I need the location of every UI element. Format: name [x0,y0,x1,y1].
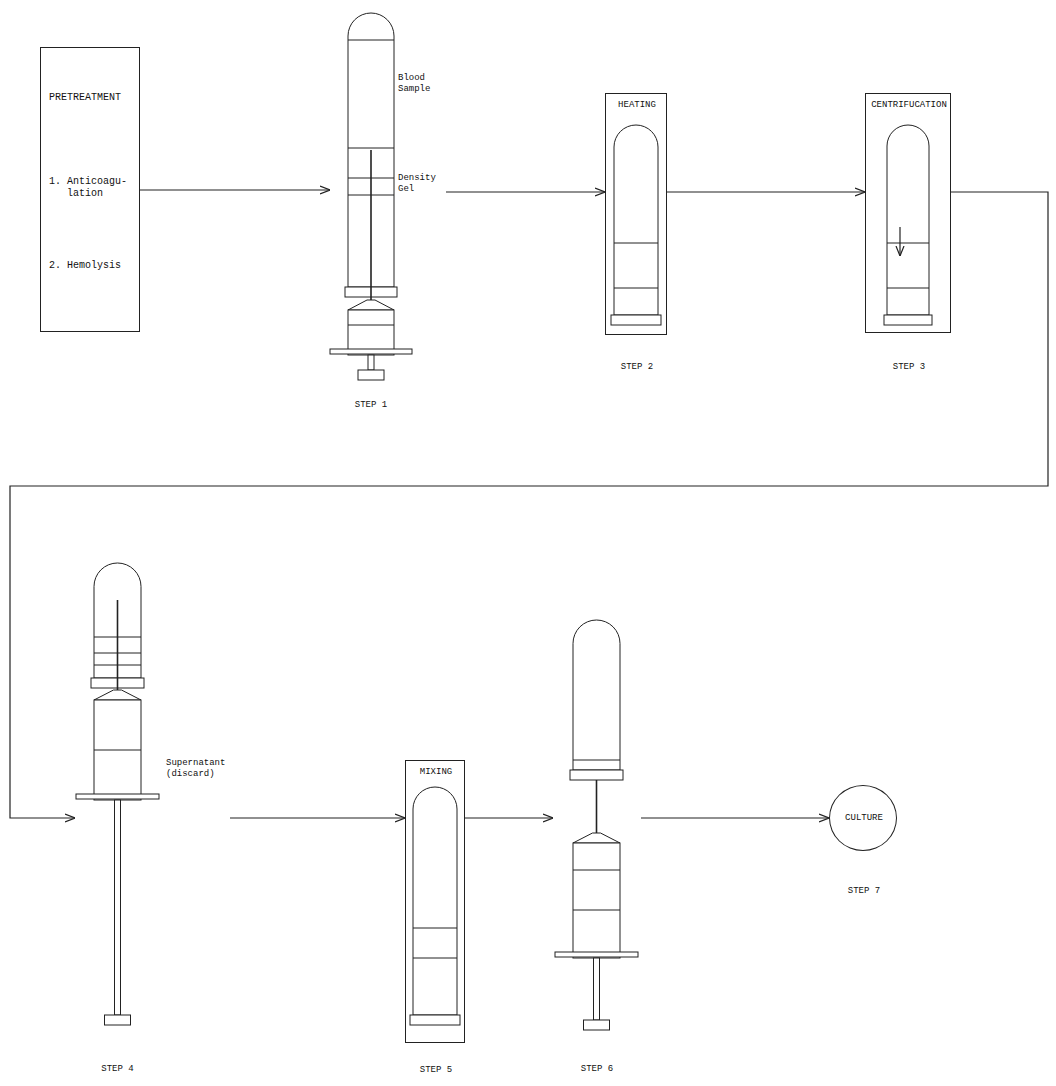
tube-outline [413,787,457,1015]
step-label: STEP 3 [866,362,952,373]
syringe-flange [76,794,159,799]
plunger-rod [368,355,374,370]
syringe-tip [573,833,620,843]
syringe [555,833,638,1030]
step-item: 1. Anticoagu- lation [49,176,135,200]
syringe-barrel [94,700,141,800]
step-label: STEP 2 [606,362,668,373]
syringe-barrel [348,310,394,355]
tube-cap [570,770,623,780]
box-heading: HEATING [606,100,668,111]
process-box: MIXINGSTEP 5 [405,760,465,1043]
part-label: Supernatant (discard) [166,758,228,780]
box-heading: MIXING [406,767,466,778]
syringe-tip [348,300,394,310]
plunger-handle [358,370,384,380]
fill-line [348,325,394,326]
tube-syringe-figure: STEP 6 [553,620,641,1032]
syringe [76,690,159,1025]
step-label: STEP 1 [330,400,412,411]
step-label: STEP 5 [406,1065,466,1076]
step-item: 2. Hemolysis [49,260,135,272]
tube-cap [410,1015,460,1025]
process-box: PRETREATMENT 1. Anticoagu- lation 2. Hemol… [40,47,140,332]
layer-line [887,288,929,289]
test-tube [884,125,932,325]
tube-outline [887,125,929,315]
direction-arrow [899,227,900,256]
flow-arrow [10,192,1048,818]
plunger-handle [584,1020,610,1030]
layer-line [413,958,457,959]
step-label: STEP 7 [824,886,904,897]
culture-circle: CULTURESTEP 7 [829,785,897,851]
part-label: Blood Sample [398,73,446,95]
syringe-barrel [573,843,620,958]
needle [370,150,372,302]
step-label: STEP 6 [553,1064,641,1075]
box-heading: PRETREATMENT [49,92,135,104]
test-tube [410,787,460,1025]
needle [596,780,598,835]
layer-line [887,243,929,244]
fill-line [573,910,620,911]
syringe [330,300,412,380]
plunger-rod [115,800,121,1015]
test-tube [611,125,661,325]
syringe-flange [330,349,412,354]
flow-arrow [465,817,553,818]
syringe-flange [555,952,638,957]
part-label: Density Gel [398,173,446,195]
flow-arrow [667,191,865,192]
plunger-handle [105,1015,131,1025]
layer-line [348,148,394,149]
tube-cap [611,315,661,325]
flow-arrow [140,189,330,190]
plunger-rod [594,958,600,1020]
tube-cap [884,315,932,325]
tube-outline [614,125,658,315]
flow-arrow [641,817,829,818]
tube-syringe-figure: Supernatant (discard)STEP 4 [75,560,230,1030]
layer-line [348,40,394,41]
layer-line [413,928,457,929]
tube-outline [573,620,620,770]
process-box: CENTRIFUCATIONSTEP 3 [865,93,951,333]
needle [117,600,119,692]
layer-line [614,243,658,244]
flow-arrow [230,817,405,818]
layer-line [614,288,658,289]
test-tube [570,620,623,780]
fill-line [94,750,141,751]
fill-line [573,870,620,871]
circle-label: CULTURE [830,813,898,824]
syringe-tip [94,690,141,700]
process-box: HEATINGSTEP 2 [605,93,667,335]
box-heading: CENTRIFUCATION [866,100,952,111]
layer-line [573,760,620,761]
step-label: STEP 4 [75,1064,160,1075]
flow-arrow [446,191,605,192]
tube-syringe-figure: Blood SampleDensity GelSTEP 1 [330,13,446,383]
